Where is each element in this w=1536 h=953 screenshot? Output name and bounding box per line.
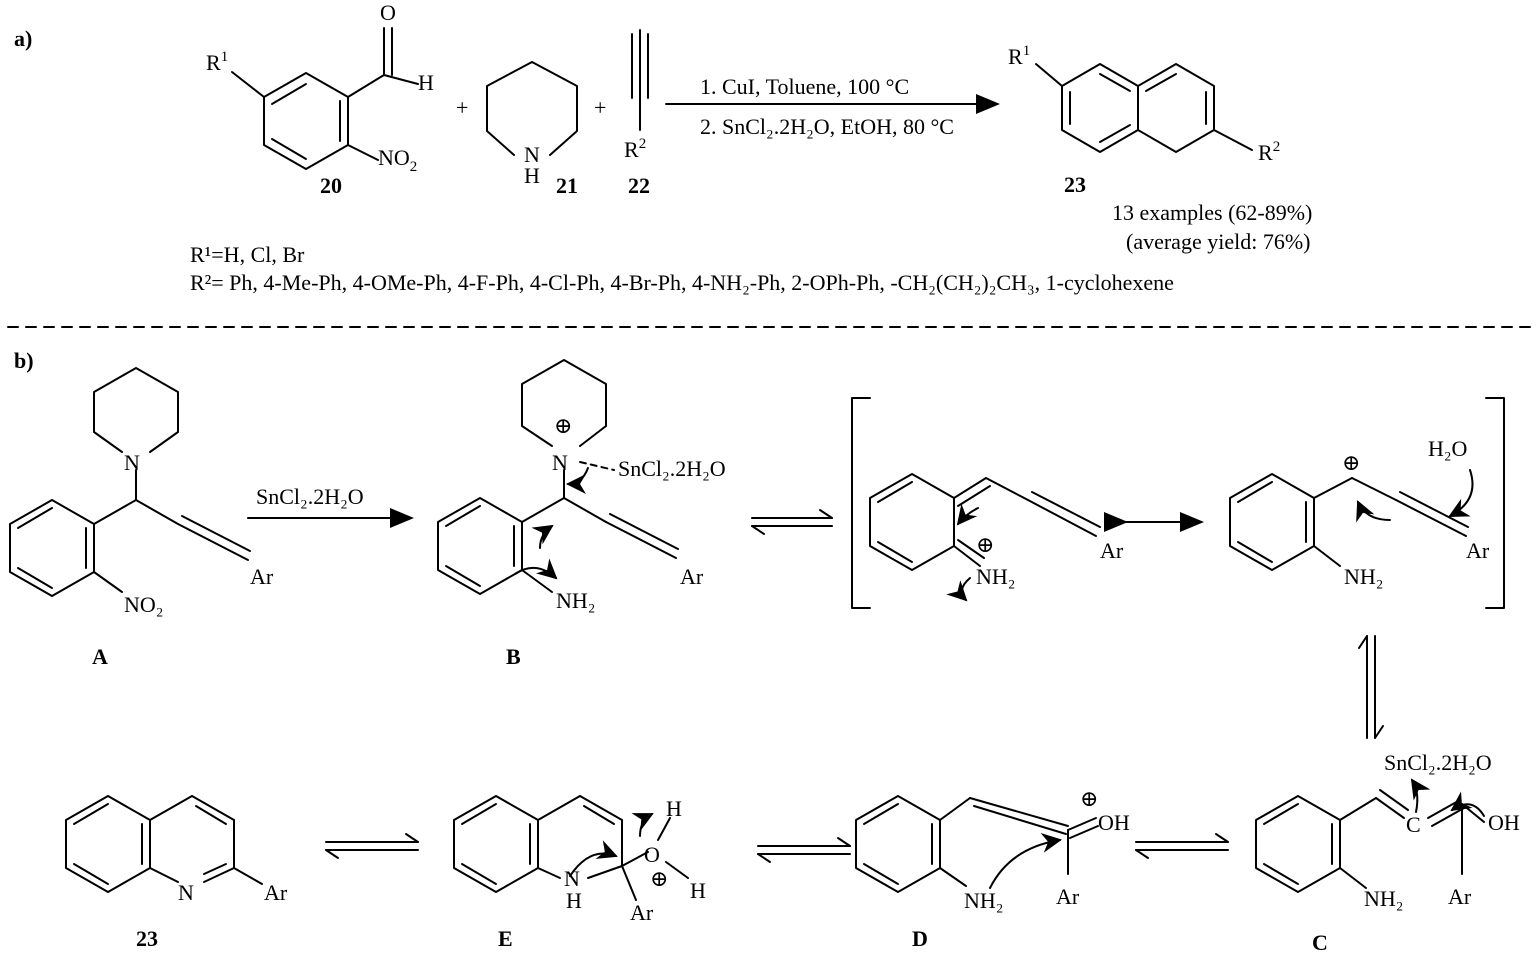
e-oxygen: O (644, 842, 660, 867)
intermediate-b-label: B (506, 644, 521, 669)
compound-23-label: 23 (1064, 172, 1086, 197)
quinoline-aryl: Ar (264, 880, 288, 905)
equilibrium-arrow-vertical (1358, 635, 1384, 739)
c-hydroxyl: OH (1488, 810, 1520, 835)
reagent-a-to-b: SnCl₂.2H₂O (256, 484, 364, 509)
resonance-form-2-structure (1229, 469, 1474, 571)
intermediate-c-label: C (1312, 930, 1328, 953)
condition-step-2: 2. SnCl₂.2H₂O, EtOH, 80 °C (700, 114, 954, 139)
intermediate-e-label: E (498, 926, 513, 951)
intermediate-c-structure (1255, 778, 1485, 893)
e-nitrogen-h: H (566, 888, 582, 913)
oxygen-label: O (380, 0, 396, 25)
intermediate-d-structure (855, 795, 1099, 893)
intermediate-e-structure (453, 795, 689, 901)
resonance-form-1-structure (869, 473, 1101, 602)
resonance-2-water: H₂O (1428, 436, 1467, 461)
product-r2-label: R2 (1258, 139, 1280, 165)
e-nitrogen: N (564, 866, 580, 891)
b-nitrogen: N (552, 450, 568, 475)
quinoline-nitrogen: N (178, 880, 194, 905)
condition-step-1: 1. CuI, Toluene, 100 °C (700, 74, 909, 99)
equilibrium-arrow-b (751, 509, 833, 535)
plus-sign-1: + (456, 95, 468, 120)
intermediate-a-label: A (92, 644, 108, 669)
resonance-bracket (851, 397, 1505, 609)
compound-22-structure (631, 29, 649, 131)
piperidine-h-label: H (524, 163, 540, 188)
r1-label: R1 (206, 49, 228, 75)
equilibrium-arrow-cd (1135, 833, 1229, 859)
product-23-label: 23 (136, 926, 158, 951)
aldehyde-h-label: H (418, 70, 434, 95)
d-cation: ⊕ (1080, 786, 1098, 811)
e-hydrogen-top: H (666, 796, 682, 821)
yield-examples: 13 examples (62-89%) (1112, 200, 1312, 225)
intermediate-b-structure (437, 359, 679, 595)
d-amine: NH₂ (964, 888, 1003, 913)
e-hydrogen-bottom: H (690, 878, 706, 903)
compound-20-label: 20 (320, 173, 342, 198)
c-aryl: Ar (1448, 884, 1472, 909)
part-b-label: b) (14, 348, 34, 373)
resonance-1-aryl: Ar (1100, 538, 1124, 563)
b-tin-reagent: SnCl₂.2H₂O (618, 456, 726, 481)
r2-label: R2 (624, 136, 646, 162)
compound-21-label: 21 (556, 173, 578, 198)
resonance-2-cation: ⊕ (1342, 450, 1360, 475)
compound-20-structure (231, 27, 419, 170)
c-central-carbon: C (1406, 812, 1421, 837)
a-nitrogen: N (124, 450, 140, 475)
b-cation: ⊕ (554, 413, 572, 438)
equilibrium-arrow-de (757, 837, 851, 863)
intermediate-a-structure (9, 367, 251, 597)
e-aryl: Ar (630, 900, 654, 925)
e-cation: ⊕ (650, 866, 668, 891)
product-r1-label: R1 (1008, 43, 1030, 69)
part-a-label: a) (14, 26, 32, 51)
compound-22-label: 22 (628, 173, 650, 198)
resonance-2-aryl: Ar (1466, 538, 1490, 563)
yield-average: (average yield: 76%) (1126, 229, 1310, 254)
d-aryl: Ar (1056, 884, 1080, 909)
b-aryl: Ar (680, 564, 704, 589)
intermediate-d-label: D (912, 926, 928, 951)
resonance-1-iminium: NH₂ (976, 564, 1015, 589)
no2-label: NO2 (378, 145, 417, 175)
r1-definition: R¹=H, Cl, Br (190, 242, 305, 267)
resonance-2-amine: NH₂ (1344, 564, 1383, 589)
c-amine: NH₂ (1364, 886, 1403, 911)
a-aryl: Ar (250, 564, 274, 589)
d-hydroxyl: OH (1098, 810, 1130, 835)
product-23-structure (65, 795, 263, 893)
plus-sign-2: + (594, 95, 606, 120)
resonance-1-cation: ⊕ (976, 532, 994, 557)
equilibrium-arrow-e23 (325, 833, 419, 859)
b-amine: NH₂ (556, 588, 595, 613)
a-nitro: NO₂ (124, 592, 163, 617)
r2-definition: R²= Ph, 4-Me-Ph, 4-OMe-Ph, 4-F-Ph, 4-Cl-… (190, 270, 1174, 295)
compound-21-structure (486, 61, 578, 156)
piperidine-n-label: N (524, 142, 540, 167)
compound-23-structure (1035, 63, 1253, 153)
c-tin-reagent: SnCl₂.2H₂O (1384, 750, 1492, 775)
